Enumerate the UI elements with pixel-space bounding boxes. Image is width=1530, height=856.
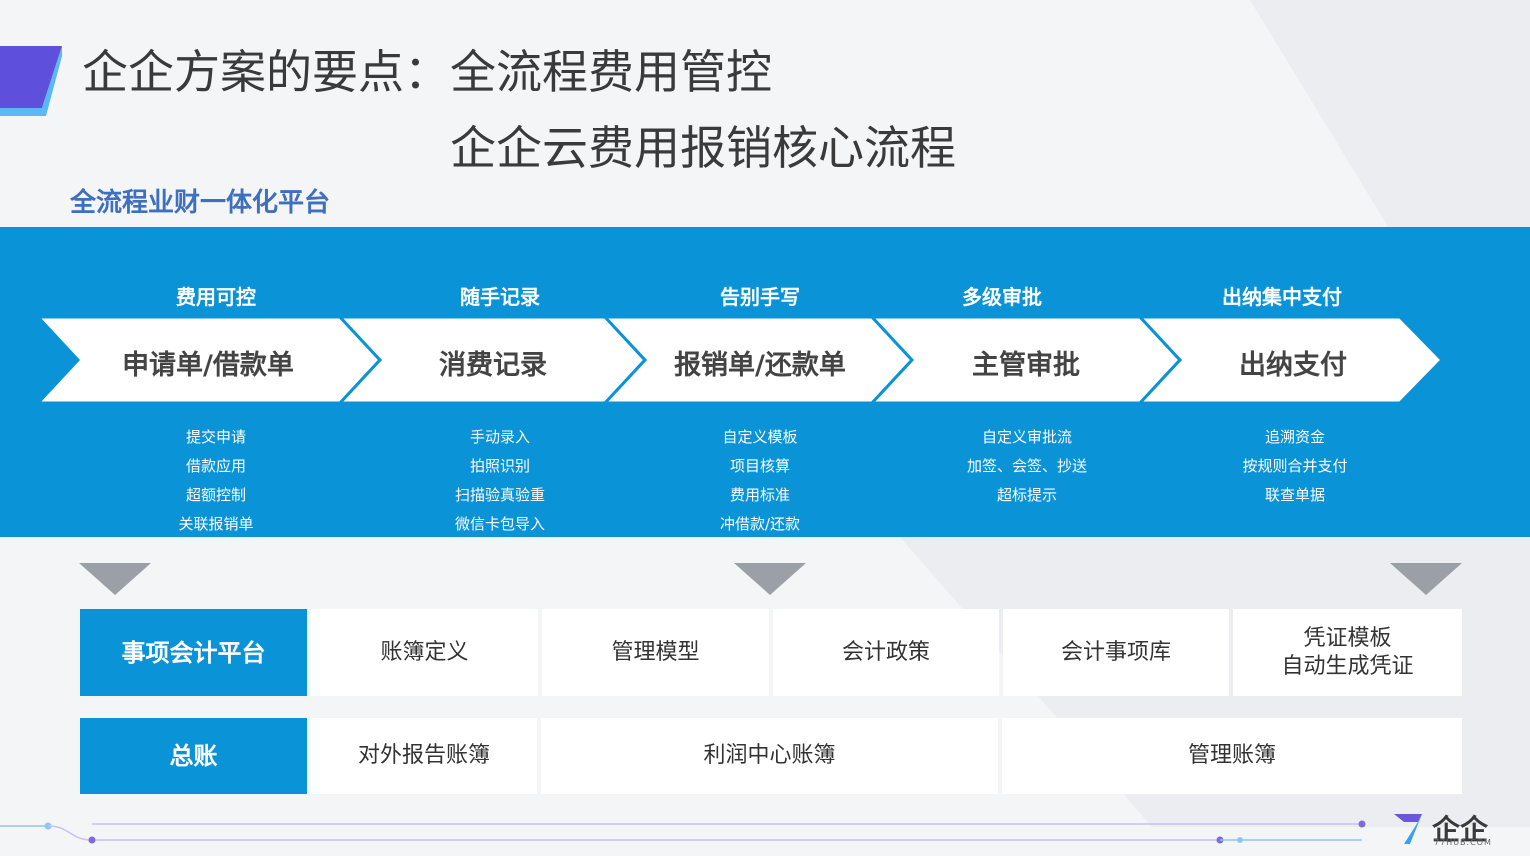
flow-detail-item: 按规则合并支付 xyxy=(1242,457,1348,475)
down-arrow-icon xyxy=(1390,563,1462,595)
flow-step-label: 主管审批 xyxy=(972,350,1080,381)
page-subtitle: 企企云费用报销核心流程 xyxy=(450,121,956,175)
flow-detail-item: 项目核算 xyxy=(729,457,790,475)
flow-detail-item: 手动录入 xyxy=(469,428,530,446)
flow-step-details: 自定义模板 项目核算 费用标准 冲借款/还款 xyxy=(640,423,880,539)
flow-step-label: 消费记录 xyxy=(439,350,547,381)
process-flow-band: 费用可控 随手记录 告别手写 多级审批 出纳集中支付 申请单/借款单 消费记录 … xyxy=(0,227,1530,537)
matter-platform-cell: 账簿定义 xyxy=(311,609,538,696)
brand-logo-subtext: 77HUB.COM xyxy=(1434,838,1492,847)
flow-step-details: 手动录入 拍照识别 扫描验真验重 微信卡包导入 xyxy=(380,423,620,539)
flow-detail-item: 自定义模板 xyxy=(722,428,798,446)
flow-detail-item: 冲借款/还款 xyxy=(719,515,801,533)
flow-detail-item: 费用标准 xyxy=(729,486,790,504)
header-accent-icon xyxy=(0,46,62,116)
flow-step-top-label: 随手记录 xyxy=(460,285,540,309)
flow-detail-item: 拍照识别 xyxy=(469,457,530,475)
flow-step-label: 出纳支付 xyxy=(1239,350,1347,381)
flow-step-label: 申请单/借款单 xyxy=(122,350,294,381)
flow-detail-item: 追溯资金 xyxy=(1264,428,1325,446)
flow-detail-item: 加签、会签、抄送 xyxy=(966,457,1087,475)
down-arrow-icon xyxy=(79,563,151,595)
chevron-shape xyxy=(1136,315,1445,405)
flow-detail-item: 微信卡包导入 xyxy=(454,515,545,533)
general-ledger-row: 总账 对外报告账簿 利润中心账簿 管理账簿 xyxy=(80,718,1462,794)
background-shape xyxy=(1250,0,1530,230)
page-title: 企企方案的要点：全流程费用管控 xyxy=(82,45,772,99)
down-arrow-icon xyxy=(734,563,806,595)
chevron-track xyxy=(34,315,1445,405)
matter-platform-header: 事项会计平台 xyxy=(80,609,307,696)
brand-logo-text: 企企 xyxy=(1432,813,1489,846)
flow-step-details: 追溯资金 按规则合并支付 联查单据 xyxy=(1175,423,1415,510)
general-ledger-header: 总账 xyxy=(80,718,307,794)
flow-detail-item: 关联报销单 xyxy=(178,515,254,533)
flow-step-top-label: 告别手写 xyxy=(720,285,800,309)
footer-decorative-line xyxy=(0,820,1366,844)
flow-detail-item: 自定义审批流 xyxy=(981,428,1072,446)
matter-platform-cell: 凭证模板 自动生成凭证 xyxy=(1233,609,1462,696)
flow-detail-item: 联查单据 xyxy=(1264,486,1325,504)
flow-step-label: 报销单/还款单 xyxy=(674,350,846,381)
brand-logo-icon xyxy=(1394,814,1422,844)
matter-platform-cell: 管理模型 xyxy=(542,609,769,696)
flow-detail-item: 超标提示 xyxy=(996,486,1057,504)
matter-platform-row: 事项会计平台 账簿定义 管理模型 会计政策 会计事项库 凭证模板 自动生成凭证 xyxy=(80,609,1462,696)
flow-detail-item: 超额控制 xyxy=(185,486,246,504)
flow-detail-item: 扫描验真验重 xyxy=(454,486,545,504)
section-label: 全流程业财一体化平台 xyxy=(70,188,331,218)
general-ledger-cell: 管理账簿 xyxy=(1002,718,1462,794)
matter-platform-cell: 会计事项库 xyxy=(1003,609,1229,696)
flow-detail-item: 借款应用 xyxy=(185,457,246,475)
flow-step-top-label: 出纳集中支付 xyxy=(1222,285,1342,309)
general-ledger-cell: 利润中心账簿 xyxy=(541,718,998,794)
flow-step-top-label: 多级审批 xyxy=(962,285,1042,309)
flow-step-details: 自定义审批流 加签、会签、抄送 超标提示 xyxy=(907,423,1147,510)
general-ledger-cell: 对外报告账簿 xyxy=(311,718,537,794)
flow-step-top-label: 费用可控 xyxy=(176,285,256,309)
matter-platform-cell: 会计政策 xyxy=(773,609,999,696)
flow-step-details: 提交申请 借款应用 超额控制 关联报销单 xyxy=(96,423,336,539)
flow-detail-item: 提交申请 xyxy=(185,428,246,446)
